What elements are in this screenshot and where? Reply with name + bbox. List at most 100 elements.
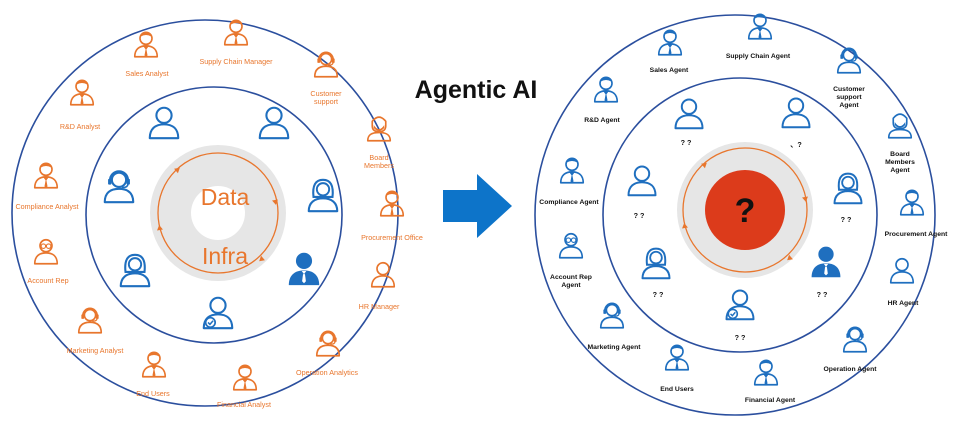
left-outer-role: Account Rep <box>27 238 69 285</box>
left-inner-user <box>103 170 135 204</box>
headset-person-icon <box>836 47 862 74</box>
tie-person-icon <box>33 162 59 189</box>
left-inner-user <box>148 106 180 140</box>
left-inner-user <box>307 178 339 213</box>
role-label: R&D Analyst <box>60 122 100 131</box>
left-outer-role: Financial Analyst <box>217 364 271 409</box>
left-outer-role: End Users <box>136 351 170 398</box>
tie-person-icon <box>559 157 585 184</box>
role-label: Compliance Agent <box>539 199 599 206</box>
person-icon <box>148 106 180 140</box>
right-inner-user: ? ? <box>674 98 704 147</box>
right-hub-cycle <box>682 147 808 273</box>
left-inner-user <box>202 296 234 330</box>
role-label: ? ? <box>735 333 746 342</box>
transition-arrow <box>443 174 512 238</box>
tie-person-icon <box>899 189 925 216</box>
left-hub-data: Data <box>201 184 250 210</box>
tie-person-icon <box>664 344 690 371</box>
left-outer-role: HR Manager <box>359 261 400 311</box>
female-person-icon <box>641 247 671 280</box>
right-outer-role: Procurement Agent <box>885 189 949 238</box>
tie-person-icon <box>141 351 167 378</box>
role-label: End Users <box>660 386 694 393</box>
left-outer-ring <box>11 19 399 407</box>
tie-person-icon <box>753 359 779 386</box>
person-icon <box>674 98 704 130</box>
female-person-icon <box>833 172 863 205</box>
business-person-icon <box>811 246 841 278</box>
right-inner-user: ? ? <box>811 246 841 299</box>
role-label: Compliance Analyst <box>15 202 78 211</box>
left-inner-ring <box>85 86 343 344</box>
role-label: Operation Agent <box>824 366 878 373</box>
role-label: Marketing Analyst <box>67 346 124 355</box>
right-inner-user: ? ? <box>725 289 755 342</box>
right-outer-role: Operation Agent <box>824 326 878 373</box>
left-outer-role: Sales Analyst <box>125 31 169 78</box>
role-label: Supply Chain Manager <box>199 57 273 66</box>
role-label: ? ? <box>681 138 692 147</box>
role-label: Procurement Office <box>361 233 423 242</box>
left-inner-user <box>258 106 290 140</box>
person-icon <box>889 257 915 284</box>
right-cycle-arrowheads <box>682 162 808 261</box>
role-label: Procurement Agent <box>885 231 949 238</box>
role-label: 、? <box>790 140 802 149</box>
right-outer-role: Compliance Agent <box>539 157 599 206</box>
tie-person-icon <box>133 31 159 58</box>
headset-person-icon <box>842 326 868 353</box>
right-outer-role: Supply Chain Agent <box>726 13 791 60</box>
tie-person-icon <box>379 190 405 217</box>
title: Agentic AI <box>415 76 538 104</box>
role-label: R&D Agent <box>584 117 620 124</box>
left-inner-user <box>288 252 320 286</box>
right-hub-question-mark: ? <box>735 192 756 230</box>
left-outer-role: R&D Analyst <box>60 79 100 131</box>
left-hub-hole <box>191 186 245 240</box>
right-outer-role: End Users <box>660 344 694 393</box>
glasses-person-icon <box>33 238 59 265</box>
left-outer-role: Procurement Office <box>361 190 423 242</box>
glasses-person-icon <box>558 232 584 259</box>
headset-person-icon <box>77 307 103 334</box>
left-outer-role: Marketing Analyst <box>67 307 124 355</box>
right-inner-user: 、? <box>781 97 811 149</box>
left-outer-role: Supply Chain Manager <box>199 19 273 66</box>
right-hub-question-disc <box>705 170 785 250</box>
person-icon <box>781 97 811 129</box>
female-person-icon <box>307 178 339 213</box>
role-label: Sales Analyst <box>125 69 168 78</box>
right-inner-user: ? ? <box>833 172 863 224</box>
role-label: Supply Chain Agent <box>726 53 791 60</box>
headset-person-icon <box>599 302 625 329</box>
person-icon <box>258 106 290 140</box>
role-label: Operation Analytics <box>296 368 358 377</box>
role-label: HR Manager <box>359 302 400 311</box>
left-diagram: Data Infra Sales Analyst Supply Chain Man… <box>11 19 423 409</box>
left-hub-infra: Infra <box>202 243 248 269</box>
left-outer-role: Compliance Analyst <box>15 162 79 211</box>
left-hub-cycle <box>157 152 279 274</box>
person-icon <box>627 165 657 197</box>
right-inner-user: ? ? <box>627 165 657 220</box>
bearded-person-icon <box>887 113 913 139</box>
role-label: Financial Analyst <box>217 400 271 409</box>
right-outer-role: Marketing Agent <box>588 302 641 351</box>
tie-person-icon <box>69 79 95 106</box>
right-outer-ring <box>534 14 936 416</box>
role-label: End Users <box>136 389 170 398</box>
right-inner-user: ? ? <box>641 247 671 299</box>
right-inner-ring <box>602 77 878 353</box>
tie-person-icon <box>657 29 683 56</box>
